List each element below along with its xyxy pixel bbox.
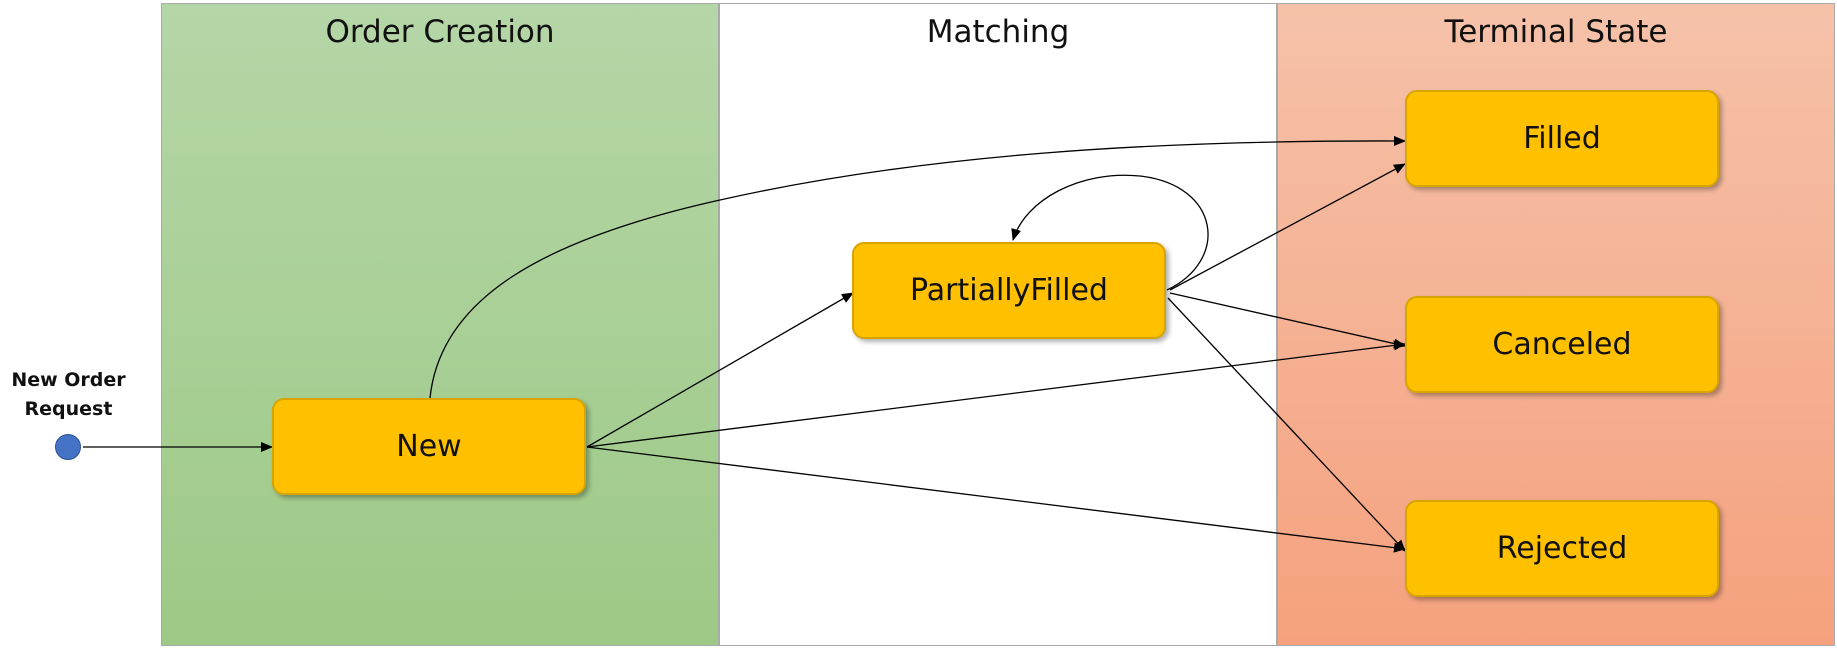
state-new-label: New: [396, 429, 462, 464]
initial-state-node: [55, 434, 81, 460]
state-filled: Filled: [1405, 90, 1719, 187]
edge-new-to-filled: [429, 135, 1406, 399]
lane-title-terminal-state: Terminal State: [1444, 14, 1668, 50]
state-filled-label: Filled: [1523, 121, 1601, 156]
state-rejected-label: Rejected: [1496, 531, 1628, 566]
start-label: New Order Request: [0, 366, 137, 424]
state-canceled: Canceled: [1405, 296, 1719, 393]
lane-title-order-creation: Order Creation: [325, 14, 555, 50]
edge-new-to-partiallyfilled: [586, 292, 854, 448]
edge-partiallyfilled-self-loop: [1011, 174, 1209, 291]
state-rejected: Rejected: [1405, 500, 1719, 597]
state-partially-filled-label: PartiallyFilled: [910, 273, 1108, 308]
lane-title-matching: Matching: [926, 14, 1070, 50]
edge-partiallyfilled-to-rejected: [1167, 297, 1406, 552]
edge-new-to-rejected: [586, 446, 1406, 553]
edge-partiallyfilled-to-canceled: [1169, 292, 1406, 349]
edge-new-to-canceled: [586, 340, 1406, 448]
state-partially-filled: PartiallyFilled: [852, 242, 1166, 339]
start-label-line1: New Order: [11, 369, 126, 391]
lane-order-creation: Order Creation: [161, 3, 719, 646]
edge-partiallyfilled-to-filled: [1169, 163, 1406, 291]
state-new: New: [272, 398, 586, 495]
state-canceled-label: Canceled: [1492, 327, 1632, 362]
start-label-line2: Request: [24, 398, 113, 420]
